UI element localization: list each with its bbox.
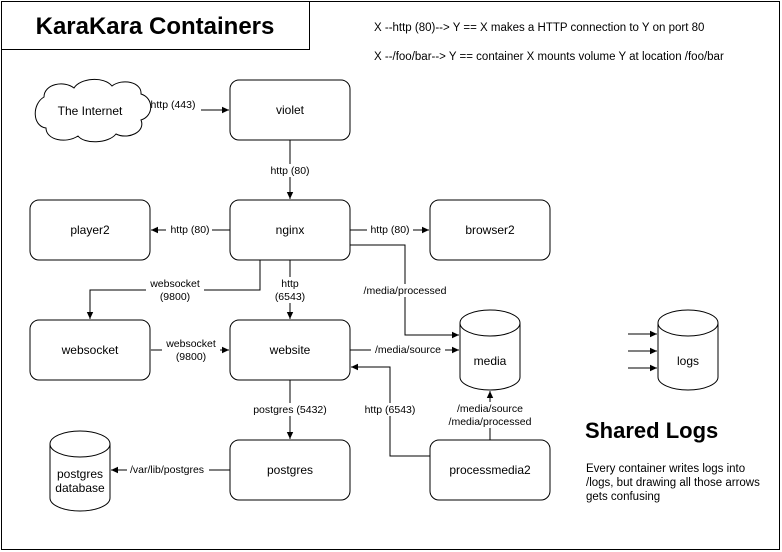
- node-internet: The Internet: [34, 79, 152, 143]
- legend-http: X --http (80)--> Y == X makes a HTTP con…: [374, 22, 704, 34]
- edge-label-nginx-websocket-2: (9800): [160, 291, 190, 303]
- edge-label-website-websocket-1: websocket: [165, 338, 216, 350]
- edge-label-processmedia2-media-2: /media/processed: [449, 416, 532, 428]
- database-icon: [459, 323, 521, 391]
- node-website-label: website: [269, 343, 311, 357]
- node-websocket: websocket: [29, 319, 151, 381]
- edge-nginx-website: http (6543): [272, 260, 308, 319]
- shared-logs-heading: Shared Logs: [585, 418, 718, 443]
- edge-label-postgres-db: /var/lib/postgres: [130, 464, 204, 476]
- edge-label-website-media: /media/source: [375, 344, 441, 356]
- node-browser2-label: browser2: [465, 223, 515, 237]
- edge-label-processmedia2-media-1: /media/source: [457, 403, 523, 415]
- edge-label-processmedia2-website: http (6543): [365, 404, 416, 416]
- title-box: KaraKara Containers: [1, 1, 310, 50]
- node-internet-label: The Internet: [58, 104, 123, 118]
- node-media: media: [459, 309, 521, 391]
- node-postgres-database-label-1: postgres: [57, 467, 103, 481]
- node-postgres-database-label-2: database: [55, 481, 105, 495]
- shared-logs-desc-3: gets confusing: [586, 491, 660, 503]
- edge-website-media: /media/source: [350, 343, 459, 356]
- cloud-icon: [34, 79, 152, 143]
- edge-label-website-postgres: postgres (5432): [253, 404, 327, 416]
- node-processmedia2: processmedia2: [429, 439, 551, 501]
- edge-label-website-websocket-2: (9800): [176, 351, 206, 363]
- edge-label-nginx-websocket-1: websocket: [149, 278, 200, 290]
- node-violet-label: violet: [276, 103, 305, 117]
- node-postgres-database: postgres database: [49, 430, 111, 512]
- edge-nginx-media: /media/processed: [350, 244, 459, 339]
- edge-internet-violet: http (443): [147, 98, 229, 114]
- node-websocket-label: websocket: [61, 343, 119, 357]
- node-processmedia2-label: processmedia2: [449, 463, 531, 477]
- shared-logs-desc-2: /logs, but drawing all those arrows: [586, 477, 760, 489]
- node-website: website: [229, 319, 351, 381]
- edge-website-websocket: websocket (9800): [144, 337, 229, 363]
- logs-arrows: [628, 330, 657, 372]
- node-logs-label: logs: [677, 354, 699, 368]
- edge-label-nginx-website-1: http: [281, 278, 299, 290]
- edge-processmedia2-website: http (6543): [351, 363, 430, 457]
- edge-label-internet-violet: http (443): [151, 99, 196, 111]
- node-postgres: postgres: [229, 439, 351, 501]
- edge-postgres-db: /var/lib/postgres: [111, 463, 230, 476]
- node-player2-label: player2: [70, 223, 110, 237]
- node-violet: violet: [229, 79, 351, 141]
- node-browser2: browser2: [429, 199, 551, 261]
- edge-website-postgres: postgres (5432): [252, 380, 328, 439]
- node-player2: player2: [29, 199, 151, 261]
- edge-label-violet-nginx: http (80): [270, 165, 309, 177]
- node-postgres-label: postgres: [267, 463, 313, 477]
- node-nginx-label: nginx: [276, 223, 305, 237]
- legend-mount: X --/foo/bar--> Y == container X mounts …: [374, 51, 724, 63]
- edge-nginx-browser2: http (80): [350, 223, 429, 236]
- edge-violet-nginx: http (80): [266, 140, 314, 199]
- edge-nginx-websocket: websocket (9800): [86, 253, 264, 319]
- database-icon: [657, 323, 719, 391]
- shared-logs-desc-1: Every container writes logs into: [586, 463, 745, 475]
- edge-label-nginx-website-2: (6543): [275, 291, 305, 303]
- node-logs: logs: [657, 309, 719, 391]
- node-nginx: nginx: [229, 199, 351, 261]
- edge-processmedia2-media: /media/source /media/processed: [446, 391, 536, 440]
- edge-nginx-player2: http (80): [151, 223, 230, 236]
- node-media-label: media: [474, 354, 507, 368]
- edge-label-nginx-player2: http (80): [170, 224, 209, 236]
- database-icon: [49, 444, 111, 512]
- page-title: KaraKara Containers: [36, 13, 275, 40]
- edge-label-nginx-browser2: http (80): [370, 224, 409, 236]
- edge-label-nginx-media: /media/processed: [364, 285, 447, 297]
